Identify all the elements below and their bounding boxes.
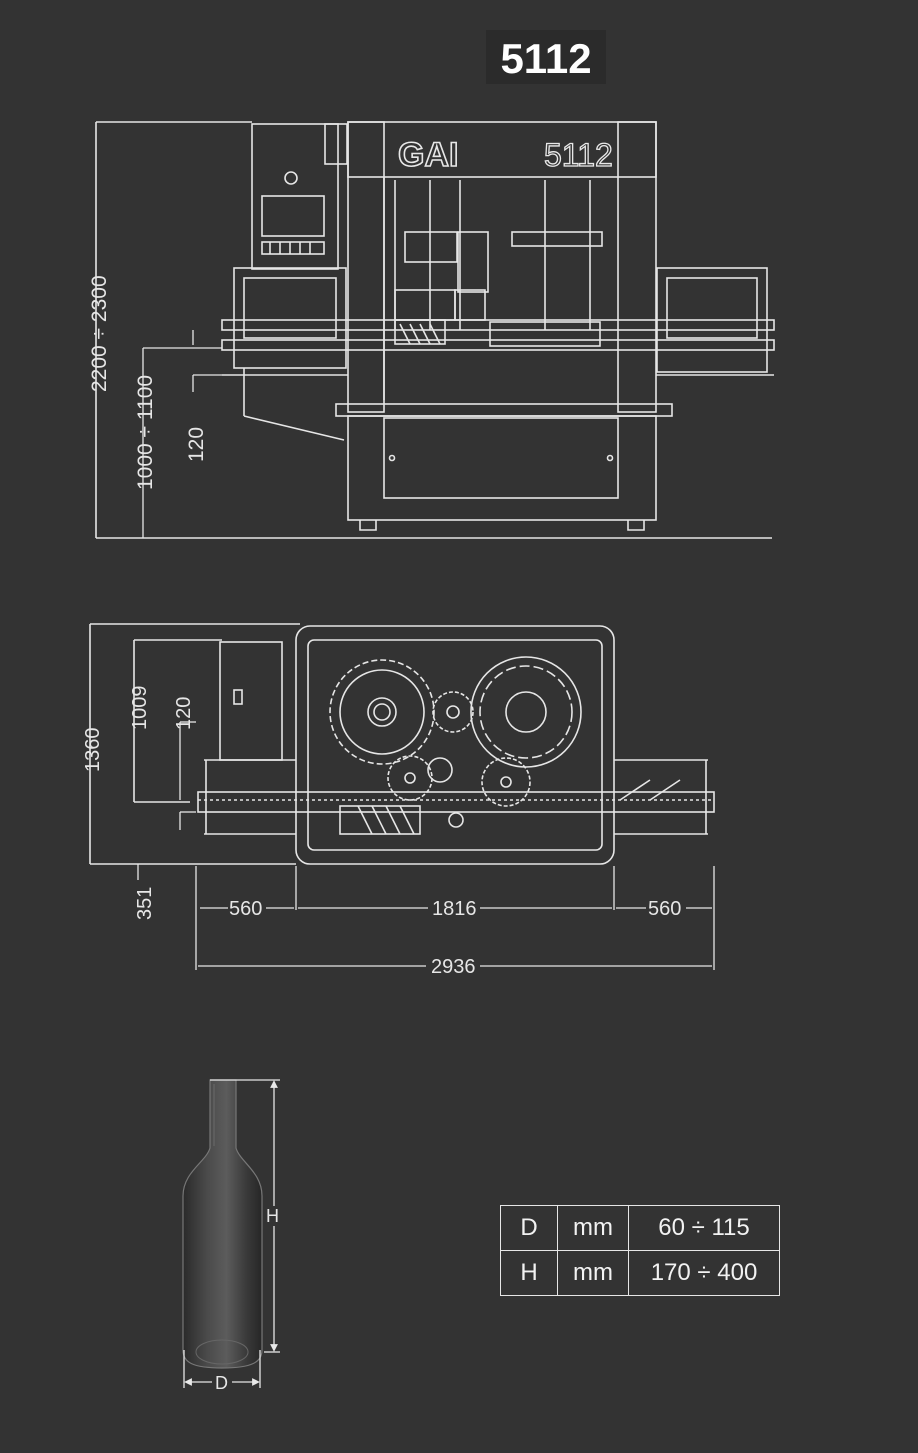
gai-logo: GAI (398, 136, 458, 174)
dim-right-conveyor: 560 (648, 898, 681, 920)
front-elevation (95, 121, 775, 539)
plan-view (89, 623, 715, 865)
bottle-height-label: H (266, 1206, 279, 1226)
dim-offset: 351 (134, 887, 156, 920)
dim-front-conveyor: 120 (185, 427, 208, 462)
table-row: D mm 60 ÷ 115 (500, 1205, 780, 1251)
spec-range: 170 ÷ 400 (628, 1250, 780, 1296)
dim-depth: 1360 (82, 728, 104, 773)
spec-unit: mm (557, 1250, 629, 1296)
table-row: H mm 170 ÷ 400 (500, 1250, 780, 1296)
front-dimensions (142, 330, 222, 538)
spec-param: H (500, 1250, 558, 1296)
page-title: 5112 (486, 30, 606, 84)
spec-unit: mm (557, 1205, 629, 1251)
dim-working-height: 1000 ÷ 1100 (134, 375, 157, 490)
dim-total-length: 2936 (431, 956, 476, 978)
dim-plan-conveyor: 120 (173, 697, 195, 730)
dim-mid-depth: 1009 (129, 686, 151, 731)
dim-left-conveyor: 560 (229, 898, 262, 920)
spec-table: D mm 60 ÷ 115 H mm 170 ÷ 400 (500, 1205, 780, 1296)
spec-range: 60 ÷ 115 (628, 1205, 780, 1251)
bottle-dimensions (183, 1079, 280, 1388)
spec-param: D (500, 1205, 558, 1251)
plan-dimensions (137, 721, 715, 970)
nameplate-model: 5112 (544, 137, 613, 173)
dim-height-total: 2200 ÷ 2300 (88, 275, 111, 392)
dim-center: 1816 (432, 898, 477, 920)
bottle-diameter-label: D (215, 1373, 228, 1393)
wine-bottle-icon (182, 1079, 263, 1369)
